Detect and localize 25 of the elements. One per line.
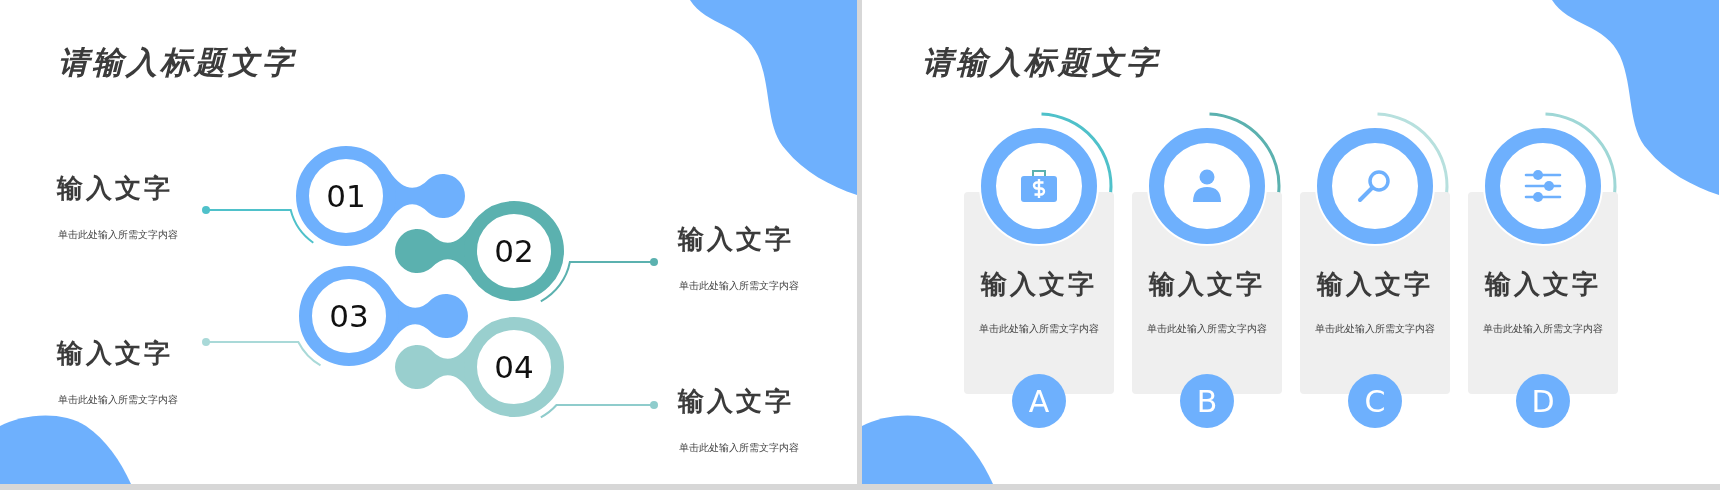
leader-line [202,338,322,367]
heading-text: 输入文字 [57,337,173,369]
body-text: 单击此处输入所需文字内容 [1482,322,1604,336]
body-text: 单击此处输入所需文字内容 [679,441,799,455]
heading-text: 输入文字 [979,268,1098,300]
heading-text: 输入文字 [1315,268,1434,300]
heading-text: 输入文字 [57,172,173,204]
slide-title: 请输入标题文字 [58,43,296,81]
heading-text: 输入文字 [678,385,794,417]
heading-text: 输入文字 [678,223,794,255]
body-text: 单击此处输入所需文字内容 [58,393,178,407]
number-label: 02 [493,232,535,271]
body-text: 单击此处输入所需文字内容 [978,322,1100,336]
heading-text: 输入文字 [1483,268,1602,300]
slide-title: 请输入标题文字 [922,43,1160,81]
leader-line [202,206,315,244]
number-label: 03 [328,297,370,336]
body-text: 单击此处输入所需文字内容 [1314,322,1436,336]
body-text: 单击此处输入所需文字内容 [58,228,178,242]
heading-text: 输入文字 [1147,268,1266,300]
number-label: 04 [493,348,535,387]
number-label: 01 [325,177,367,216]
body-text: 单击此处输入所需文字内容 [1146,322,1268,336]
body-text: 单击此处输入所需文字内容 [679,279,799,293]
leader-line [539,401,658,419]
